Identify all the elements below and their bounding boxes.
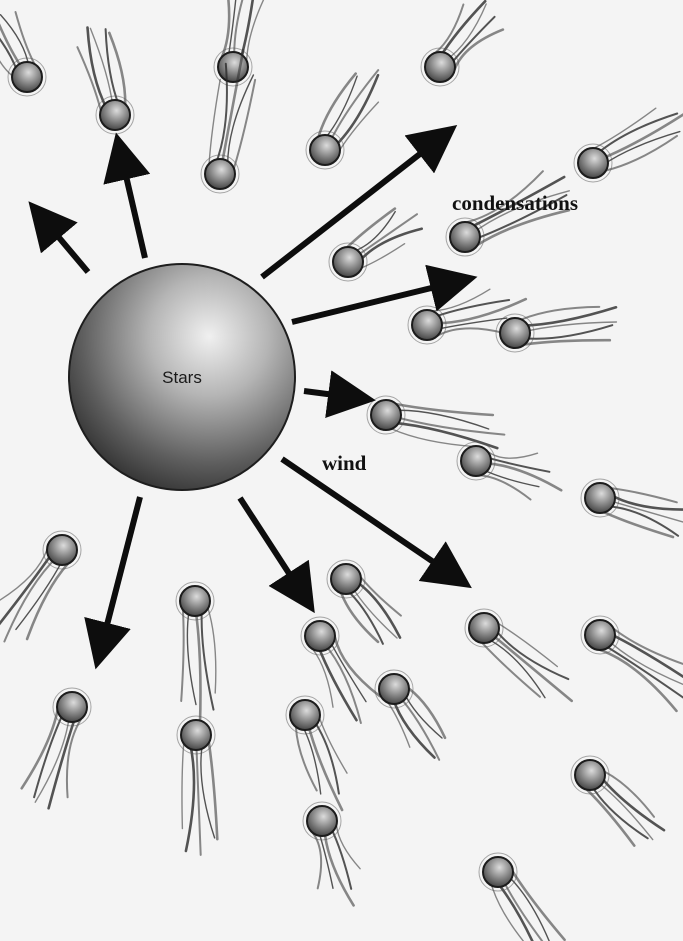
- wind-arrow: [240, 498, 305, 598]
- condensation-knot: [306, 70, 378, 169]
- condensation-knot: [479, 853, 565, 941]
- condensation-knot: [22, 688, 91, 808]
- condensation-knot: [0, 531, 81, 642]
- condensation-knot: [581, 479, 683, 537]
- wind-arrow: [282, 459, 457, 578]
- condensation-knot: [0, 0, 46, 96]
- star-label: Stars: [162, 368, 202, 387]
- condensation-knot: [496, 307, 616, 352]
- wind-label: wind: [322, 451, 367, 475]
- condensation-knot: [176, 582, 216, 727]
- condensation-knot: [421, 1, 503, 86]
- condensation-knot: [581, 616, 683, 711]
- condensation-knot: [286, 696, 347, 810]
- condensation-knot: [375, 670, 445, 760]
- condensation-knot: [329, 209, 422, 281]
- wind-arrow: [40, 215, 88, 272]
- condensation-knot: [367, 396, 504, 448]
- condensation-knot: [77, 28, 134, 134]
- condensation-knot: [465, 609, 572, 701]
- condensation-knot: [303, 802, 360, 905]
- central-star: Stars: [69, 264, 295, 490]
- condensation-knot: [177, 716, 217, 855]
- condensation-knot: [457, 442, 561, 500]
- wind-arrow: [100, 497, 140, 652]
- condensation-knot: [571, 756, 664, 846]
- condensations-label: condensations: [452, 191, 578, 215]
- condensation-knot: [214, 0, 268, 86]
- wind-arrow: [304, 391, 358, 398]
- wind-arrow: [120, 150, 145, 258]
- condensation-knot: [574, 108, 683, 182]
